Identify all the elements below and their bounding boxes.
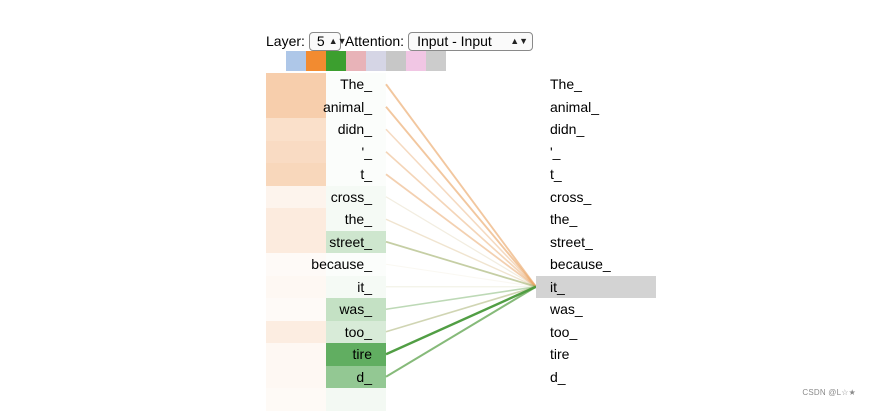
green-heat-cell: [326, 365, 386, 388]
orange-heat-cell: [266, 275, 326, 298]
right-token[interactable]: the_: [550, 211, 578, 227]
right-token[interactable]: didn_: [550, 121, 585, 137]
right-token[interactable]: tire: [550, 346, 570, 362]
head-swatch[interactable]: [346, 51, 366, 71]
layer-label: Layer:: [266, 33, 305, 49]
orange-heat-cell: [266, 253, 326, 276]
updown-icon: ▲▼: [328, 35, 347, 46]
attention-select[interactable]: Input - Input ▲▼: [408, 31, 534, 51]
head-swatch[interactable]: [326, 51, 346, 71]
orange-heat-cell: [266, 95, 326, 118]
orange-heat-cell: [266, 343, 326, 366]
left-token[interactable]: was_: [339, 301, 372, 317]
green-heat-column: [326, 73, 386, 411]
layer-select-value: 5: [316, 33, 325, 49]
orange-heat-cell: [266, 163, 326, 186]
orange-heat-cell: [266, 185, 326, 208]
green-heat-cell: [326, 388, 386, 411]
head-swatch[interactable]: [286, 51, 306, 71]
attention-line: [385, 106, 537, 288]
head-swatch[interactable]: [386, 51, 406, 71]
right-token[interactable]: d_: [550, 368, 566, 385]
green-heat-cell: [326, 343, 386, 366]
watermark: CSDN @L☆★: [802, 388, 856, 397]
attention-line: [385, 196, 537, 288]
attention-line: [385, 285, 537, 333]
updown-icon: ▲▼: [510, 35, 529, 46]
orange-heat-cell: [266, 73, 326, 96]
head-swatch[interactable]: [306, 51, 326, 71]
orange-heat-cell: [266, 365, 326, 388]
green-heat-cell: [326, 208, 386, 231]
green-heat-cell: [326, 320, 386, 343]
left-token-list: The_ animal_ didn_ '_ t_ cross_ the_ street_bec…: [266, 73, 372, 388]
left-token[interactable]: too_: [344, 323, 372, 340]
attention-line: [385, 285, 537, 378]
left-token[interactable]: the_: [344, 211, 372, 227]
left-token[interactable]: '_: [361, 143, 372, 160]
right-token[interactable]: '_: [550, 143, 561, 160]
layer-select[interactable]: 5 ▲▼: [308, 31, 347, 51]
orange-heat-cell: [266, 388, 326, 411]
head-swatch[interactable]: [426, 51, 446, 71]
left-token[interactable]: tire: [352, 346, 372, 362]
green-heat-cell: [326, 298, 386, 321]
attention-line: [385, 285, 537, 356]
left-token[interactable]: didn_: [337, 121, 372, 137]
green-heat-cell: [326, 185, 386, 208]
attention-line: [385, 263, 537, 288]
left-token[interactable]: cross_: [330, 188, 372, 205]
head-swatch[interactable]: [366, 51, 386, 71]
right-token[interactable]: The_: [550, 76, 582, 92]
orange-heat-cell: [266, 140, 326, 163]
attention-line: [385, 218, 537, 288]
right-token-list: The_ animal_ didn_ '_ t_ cross_ the_ street_bec…: [536, 73, 656, 388]
right-token[interactable]: animal_: [550, 98, 600, 115]
right-token[interactable]: cross_: [550, 188, 592, 205]
attention-line: [385, 128, 537, 288]
attention-line: [385, 151, 537, 288]
right-token[interactable]: because_: [550, 256, 611, 272]
green-heat-cell: [326, 275, 386, 298]
head-swatch[interactable]: [406, 51, 426, 71]
attention-line: [385, 285, 537, 311]
attention-select-value: Input - Input: [417, 33, 492, 49]
left-token[interactable]: animal_: [322, 98, 372, 115]
right-token[interactable]: too_: [550, 323, 578, 340]
orange-heat-cell: [266, 298, 326, 321]
orange-heat-column: [266, 73, 326, 411]
head-color-swatches: [286, 51, 446, 71]
orange-heat-cell: [266, 118, 326, 141]
orange-heat-cell: [266, 230, 326, 253]
orange-heat-cell: [266, 208, 326, 231]
right-token[interactable]: was_: [550, 301, 583, 317]
right-token[interactable]: street_: [550, 233, 593, 250]
orange-heat-cell: [266, 320, 326, 343]
green-heat-cell: [326, 230, 386, 253]
right-token-selected[interactable]: it_: [536, 275, 656, 298]
attention-line: [385, 83, 537, 288]
attention-label: Attention:: [344, 33, 405, 49]
attention-line: [385, 240, 537, 288]
left-token[interactable]: because_: [311, 256, 372, 272]
right-token[interactable]: t_: [550, 166, 562, 182]
left-token[interactable]: The_: [340, 76, 372, 92]
left-token[interactable]: t_: [360, 166, 372, 182]
left-token[interactable]: street_: [329, 233, 372, 250]
left-token[interactable]: d_: [356, 368, 372, 385]
left-token[interactable]: it_: [357, 278, 372, 295]
controls-bar: Layer: 5 ▲▼ Attention: Input - Input ▲▼: [266, 30, 537, 52]
attention-line: [385, 173, 537, 288]
